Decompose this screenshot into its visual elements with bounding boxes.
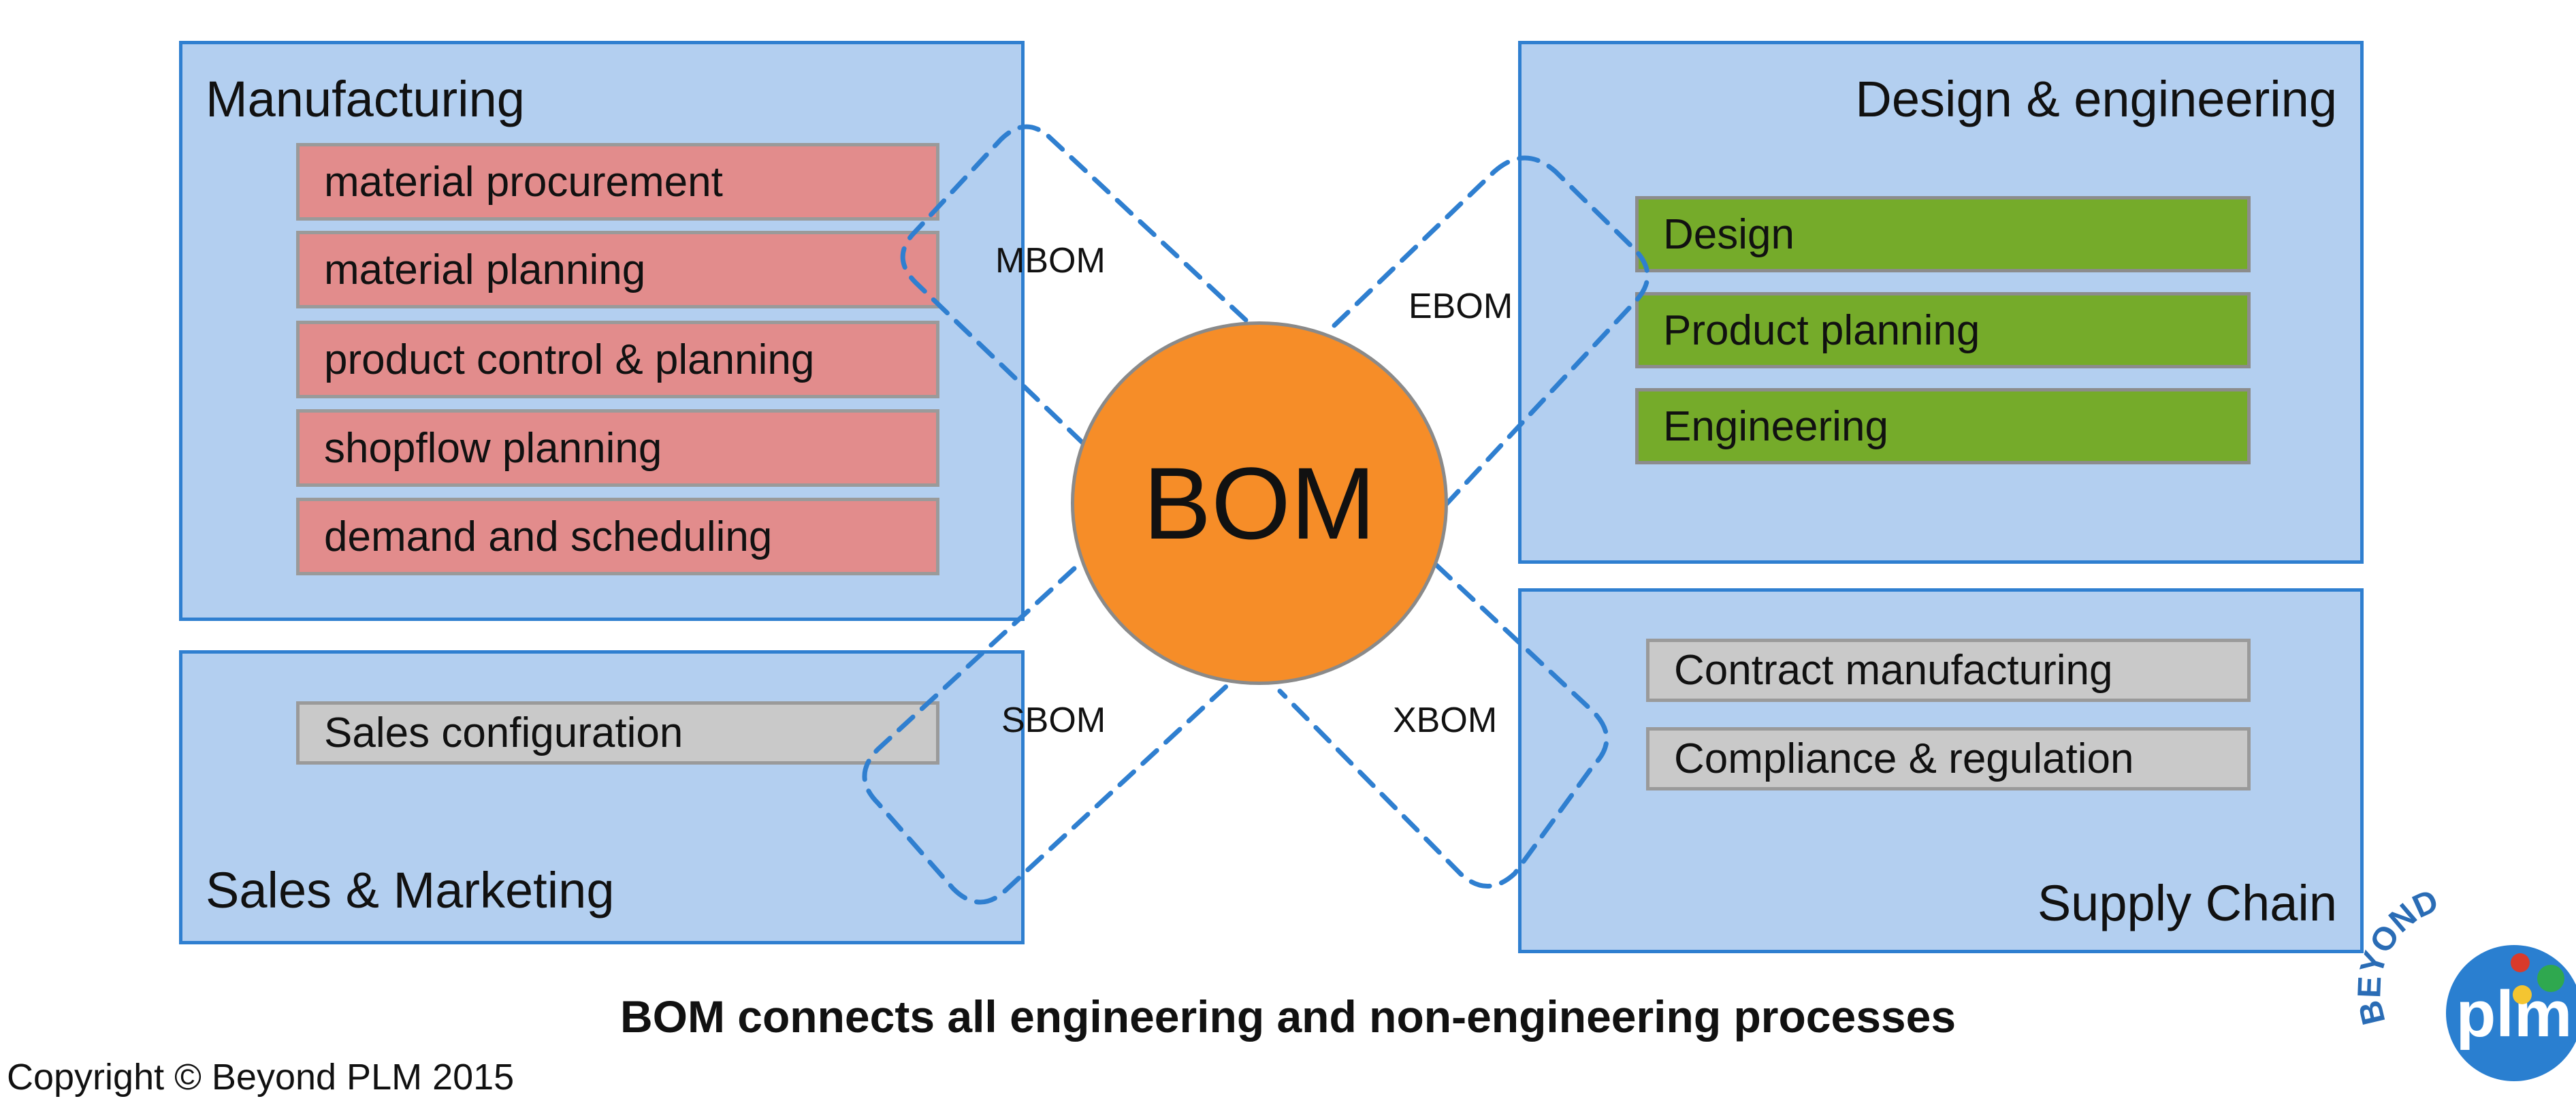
design-engineering-panel: Design & engineering Design Product plan… [1518,41,2364,564]
xbom-label: XBOM [1393,701,1498,740]
design-item-product-planning: Product planning [1635,292,2251,368]
bom-circle: BOM [1071,321,1448,685]
logo-arc-text: BEYOND [2351,882,2444,1028]
ebom-connector [1332,155,1650,507]
manufacturing-panel: Manufacturing material procurement mater… [179,41,1025,621]
mbom-connector [900,124,1249,445]
xbom-connector [1277,562,1609,889]
supply-chain-panel: Contract manufacturing Compliance & regu… [1518,588,2364,953]
sbom-connector [862,566,1235,905]
manufacturing-item-shopflow-planning: shopflow planning [296,409,939,487]
logo-dot-yellow [2513,985,2532,1004]
logo-dot-red [2511,953,2530,972]
manufacturing-item-material-planning: material planning [296,231,939,308]
supply-item-compliance-regulation: Compliance & regulation [1646,727,2251,790]
design-item-design: Design [1635,196,2251,272]
sbom-label: SBOM [1001,701,1106,740]
manufacturing-item-product-control: product control & planning [296,321,939,398]
copyright-text: Copyright © Beyond PLM 2015 [7,1057,515,1098]
design-item-engineering: Engineering [1635,388,2251,464]
supply-item-contract-manufacturing: Contract manufacturing [1646,639,2251,702]
manufacturing-title: Manufacturing [206,71,525,127]
diagram-caption: BOM connects all engineering and non-eng… [619,991,1957,1042]
supply-chain-title: Supply Chain [2037,875,2337,931]
sales-marketing-panel: Sales configuration Sales & Marketing [179,650,1025,944]
mbom-label: MBOM [995,241,1106,281]
ebom-label: EBOM [1408,287,1513,326]
logo-dot-green [2537,965,2564,992]
sales-item-sales-configuration: Sales configuration [296,701,939,765]
sales-marketing-title: Sales & Marketing [206,862,615,918]
manufacturing-item-material-procurement: material procurement [296,143,939,221]
bom-label: BOM [1143,445,1376,560]
design-engineering-title: Design & engineering [1855,71,2337,127]
manufacturing-item-demand-scheduling: demand and scheduling [296,498,939,575]
